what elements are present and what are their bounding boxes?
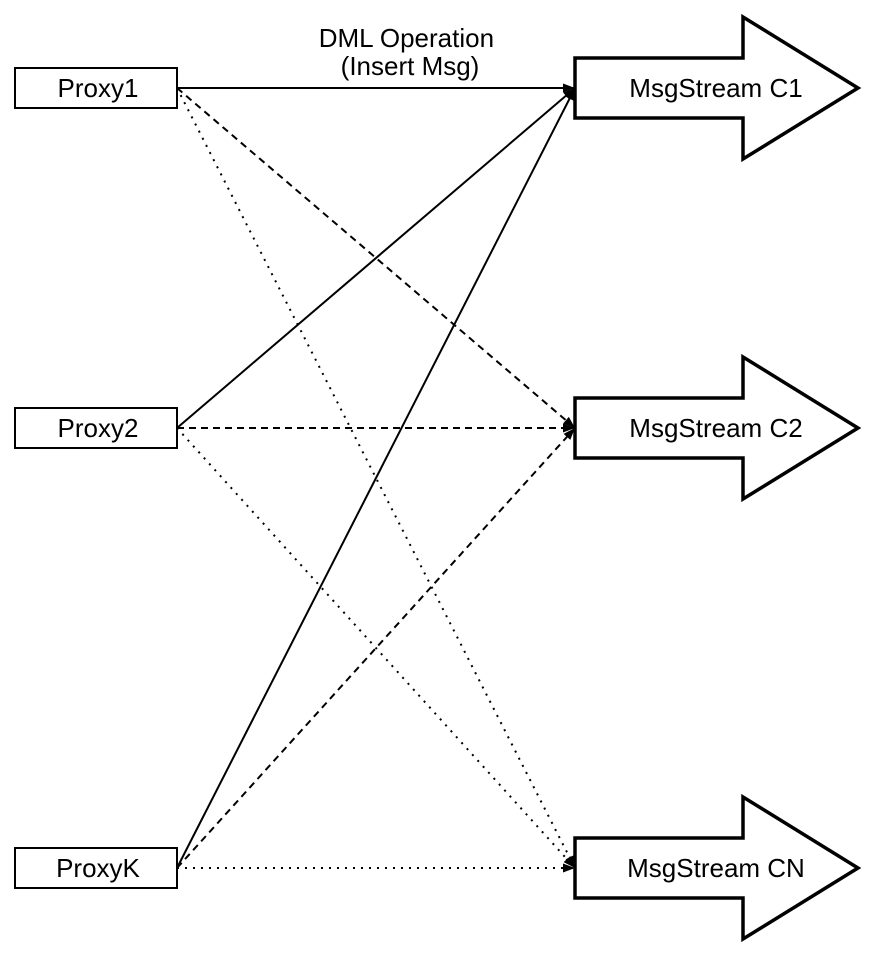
proxy2-label: Proxy2: [58, 413, 139, 443]
msgstream-cn-arrow-shape: [573, 793, 862, 943]
dml-operation-annotation: DML Operation (Insert Msg): [319, 23, 502, 81]
proxy1-label: Proxy1: [58, 73, 139, 103]
msgstream-c2-arrow-shape: [573, 353, 862, 503]
msgstream-c1-label: MsgStream C1: [629, 73, 802, 103]
annotation-line-1: DML Operation: [319, 23, 494, 53]
edge-proxyk-to-msgstream-c2: [176, 427, 576, 869]
msgstream-c2-label: MsgStream C2: [629, 413, 802, 443]
msgstream-cn-label: MsgStream CN: [627, 853, 805, 883]
annotation-line-2: (Insert Msg): [341, 51, 480, 81]
edge-proxy2-to-msgstream-cn: [176, 427, 576, 869]
proxyk-label: ProxyK: [56, 853, 140, 883]
msgstream-c1-arrow-shape: [573, 13, 862, 163]
proxy1-box: [14, 67, 178, 109]
edge-proxy1-to-msgstream-cn: [176, 87, 576, 869]
edge-proxy2-to-msgstream-c1: [176, 87, 576, 429]
node-msgstream-cn: MsgStream CN: [573, 793, 862, 943]
node-proxy2: Proxy2: [14, 407, 178, 449]
edge-proxyk-to-msgstream-c1: [176, 87, 576, 869]
node-proxy1: Proxy1: [14, 67, 178, 109]
node-msgstream-c2: MsgStream C2: [573, 353, 862, 503]
edge-proxy1-to-msgstream-c2: [176, 87, 576, 429]
node-msgstream-c1: MsgStream C1: [573, 13, 862, 163]
edges: [176, 83, 576, 873]
node-proxyk: ProxyK: [14, 847, 178, 889]
